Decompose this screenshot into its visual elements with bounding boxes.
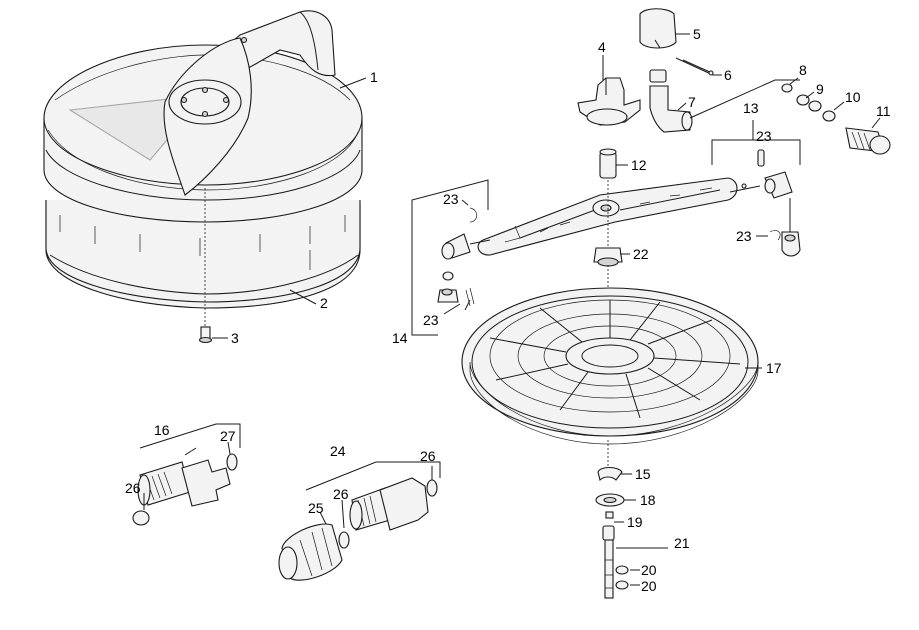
callout-8: 8 [799, 62, 807, 78]
nut-part-22 [593, 247, 623, 267]
callout-23a: 23 [756, 128, 772, 144]
callout-4: 4 [598, 39, 606, 55]
housing-cover [43, 10, 363, 223]
callout-10: 10 [845, 89, 861, 105]
sleeve-part-12 [599, 148, 617, 179]
elbow-part-7 [649, 69, 693, 133]
callout-13: 13 [743, 100, 759, 116]
callout-22: 22 [633, 246, 649, 262]
callout-24: 24 [330, 443, 346, 459]
cap-part-5 [639, 8, 677, 49]
callout-14: 14 [392, 330, 408, 346]
callout-5: 5 [693, 26, 701, 42]
o-ring-parts-26-centre [338, 479, 438, 549]
callout-17: 17 [766, 360, 782, 376]
callout-21: 21 [674, 535, 690, 551]
callout-23d: 23 [423, 312, 439, 328]
callout-23c: 23 [736, 228, 752, 244]
callout-20b: 20 [641, 578, 657, 594]
callout-7: 7 [688, 94, 696, 110]
circlip-part-15 [597, 466, 623, 482]
callout-18: 18 [640, 492, 656, 508]
sleeve-part-25 [278, 523, 343, 581]
callout-26a: 26 [125, 480, 141, 496]
grid-plate-part-17 [461, 287, 759, 445]
callout-20a: 20 [641, 562, 657, 578]
callout-12: 12 [631, 157, 647, 173]
housing-lower-shell [45, 199, 361, 309]
rotor-arm [477, 177, 738, 256]
right-elbow-nozzle [741, 149, 801, 257]
quick-coupling-part-24 [305, 461, 441, 531]
callout-26b: 26 [333, 486, 349, 502]
swivel-housing-part-4 [577, 77, 641, 126]
callout-23b: 23 [443, 191, 459, 207]
seal-parts-8-9-10 [781, 83, 836, 122]
o-ring-parts-26-27-left [132, 453, 238, 526]
callout-19: 19 [627, 514, 643, 530]
o-rings-part-20 [615, 565, 629, 590]
screw-part-3 [198, 326, 213, 344]
left-elbow-nozzle [437, 207, 478, 307]
callout-25: 25 [308, 500, 324, 516]
callout-26c: 26 [420, 448, 436, 464]
shaft-part-21 [602, 511, 615, 599]
adapter-part-16 [137, 423, 241, 507]
callout-9: 9 [816, 81, 824, 97]
callout-6: 6 [724, 67, 732, 83]
callout-11: 11 [876, 103, 891, 119]
callout-1: 1 [370, 69, 378, 85]
pin-part-6 [682, 59, 714, 76]
washer-part-18 [595, 493, 625, 507]
callout-27: 27 [220, 428, 236, 444]
leader-lines [143, 33, 881, 586]
nozzle-part-11 [845, 127, 891, 155]
callout-16: 16 [154, 422, 170, 438]
callout-2: 2 [320, 295, 328, 311]
callout-15: 15 [635, 466, 651, 482]
callout-labels: 1 2 3 4 5 6 7 8 9 10 11 12 13 14 15 16 1… [125, 26, 891, 594]
callout-3: 3 [231, 330, 239, 346]
